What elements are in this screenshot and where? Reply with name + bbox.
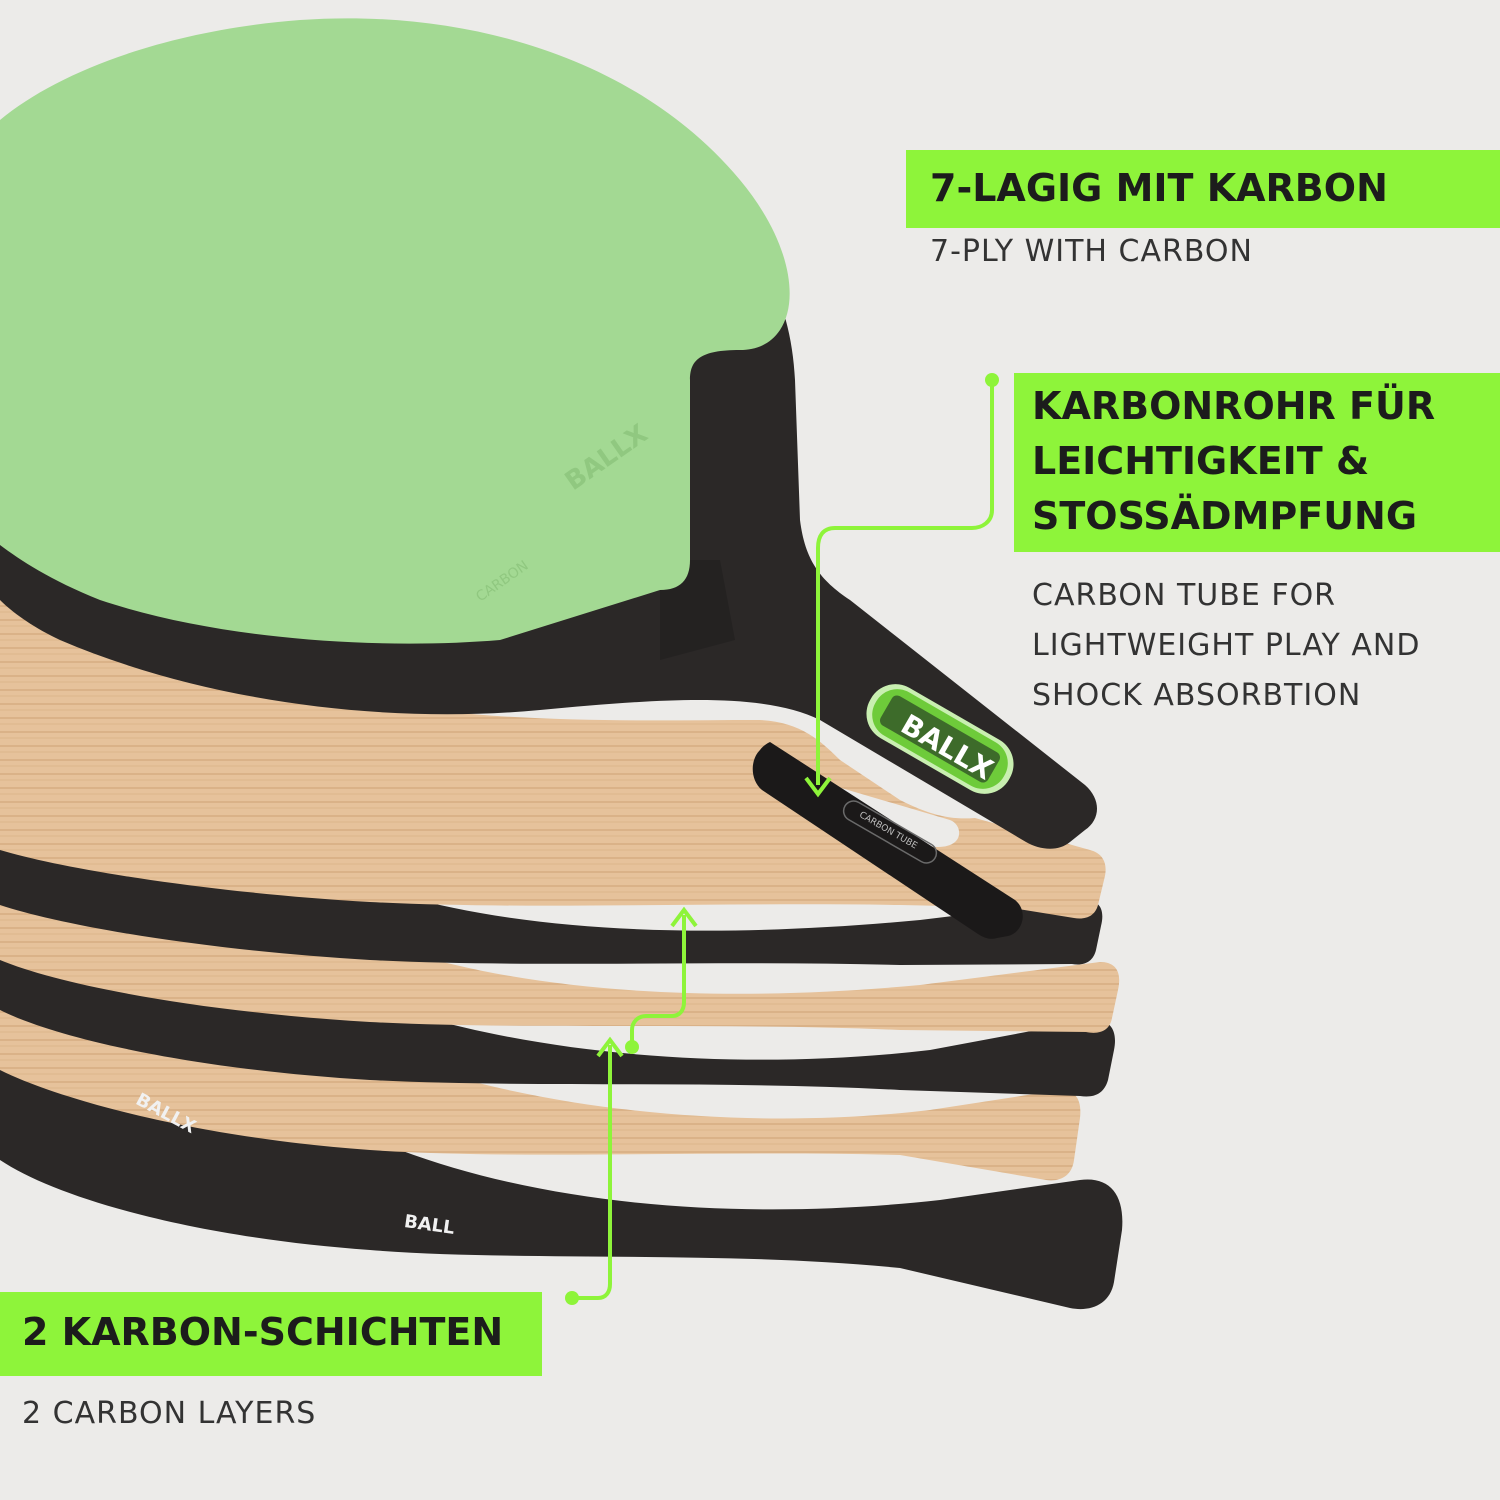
callout-top-subtitle: 7-PLY WITH CARBON [930, 234, 1253, 269]
carbon-layer-bottom [0, 860, 1123, 1310]
callout-dot-mid [985, 373, 999, 387]
callout-mid-title: KARBONROHR FÜR LEICHTIGKEIT & STOSSÄDMPF… [1014, 373, 1500, 552]
callout-connector-mid [816, 382, 994, 785]
callout-mid-subtitle-line: CARBON TUBE FOR [1032, 578, 1337, 613]
callout-mid-title-line: STOSSÄDMPFUNG [1032, 494, 1418, 538]
ballx-logo-badge [866, 684, 1014, 794]
arrow-bottom-left [596, 1036, 624, 1058]
callout-mid-title-line: LEICHTIGKEIT & [1032, 439, 1370, 483]
callout-dot-bottom [565, 1291, 579, 1305]
callout-bottom-subtitle: 2 CARBON LAYERS [22, 1396, 317, 1431]
green-rubber [0, 18, 790, 644]
wood-layer-4 [0, 720, 1120, 1033]
arrow-mid [804, 776, 832, 798]
callout-mid-subtitle-line: LIGHTWEIGHT PLAY AND [1032, 628, 1421, 663]
callout-top-title: 7-LAGIG MIT KARBON [906, 150, 1500, 228]
callout-bottom-title: 2 KARBON-SCHICHTEN [0, 1292, 542, 1376]
callout-mid-subtitle-line: SHOCK ABSORBTION [1032, 678, 1362, 713]
callout-mid-title-line: KARBONROHR FÜR [1032, 384, 1436, 428]
callout-connector-bottom [572, 915, 686, 1300]
callout-dot-junction [625, 1040, 639, 1054]
wood-layer-6 [0, 800, 1081, 1181]
callout-mid-subtitle: CARBON TUBE FOR LIGHTWEIGHT PLAY AND SHO… [1032, 571, 1420, 721]
arrow-bottom-right [670, 906, 698, 928]
